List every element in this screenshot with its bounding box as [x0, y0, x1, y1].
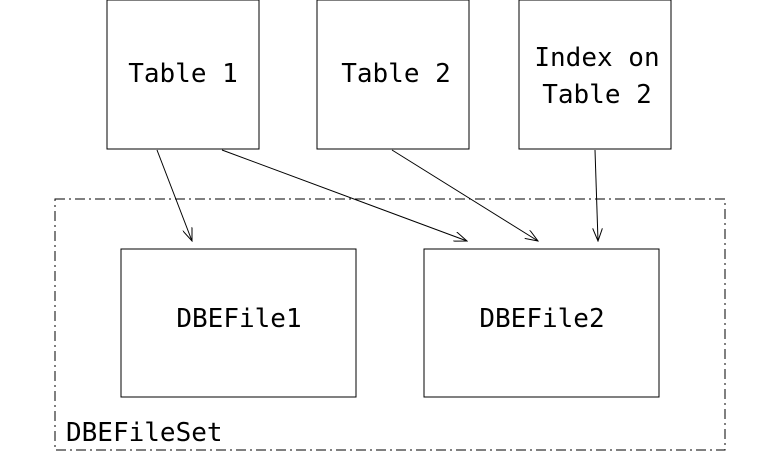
table-1-label: Table 1: [128, 59, 238, 89]
dbefileset-boundary: [54, 198, 726, 451]
table-2-box: [316, 0, 470, 150]
dbefile2-label: DBEFile2: [479, 304, 604, 334]
dbefileset-label: DBEFileSet: [66, 418, 223, 448]
dbefile2-node: DBEFile2: [423, 248, 660, 398]
index-label-line-1: Index on: [534, 43, 659, 73]
table-2-node: Table 2: [316, 0, 470, 150]
dbefile2-box: [423, 248, 660, 398]
table-1-box: [106, 0, 260, 150]
index-on-table-2-box: [518, 0, 672, 150]
dbefile1-label: DBEFile1: [176, 304, 301, 334]
table-2-label: Table 2: [341, 59, 451, 89]
dbefile1-box: [120, 248, 357, 398]
arrow-table1-to-dbefile2: [221, 149, 467, 241]
table-1-node: Table 1: [106, 0, 260, 150]
index-label-line-2: Table 2: [542, 80, 652, 110]
dbefile1-node: DBEFile1: [120, 248, 357, 398]
index-on-table-2-node: Index on Table 2: [518, 0, 672, 150]
arrow-table1-to-dbefile1: [156, 149, 192, 241]
arrow-table2-to-dbefile2: [391, 149, 538, 241]
arrow-index-to-dbefile2: [595, 149, 598, 241]
